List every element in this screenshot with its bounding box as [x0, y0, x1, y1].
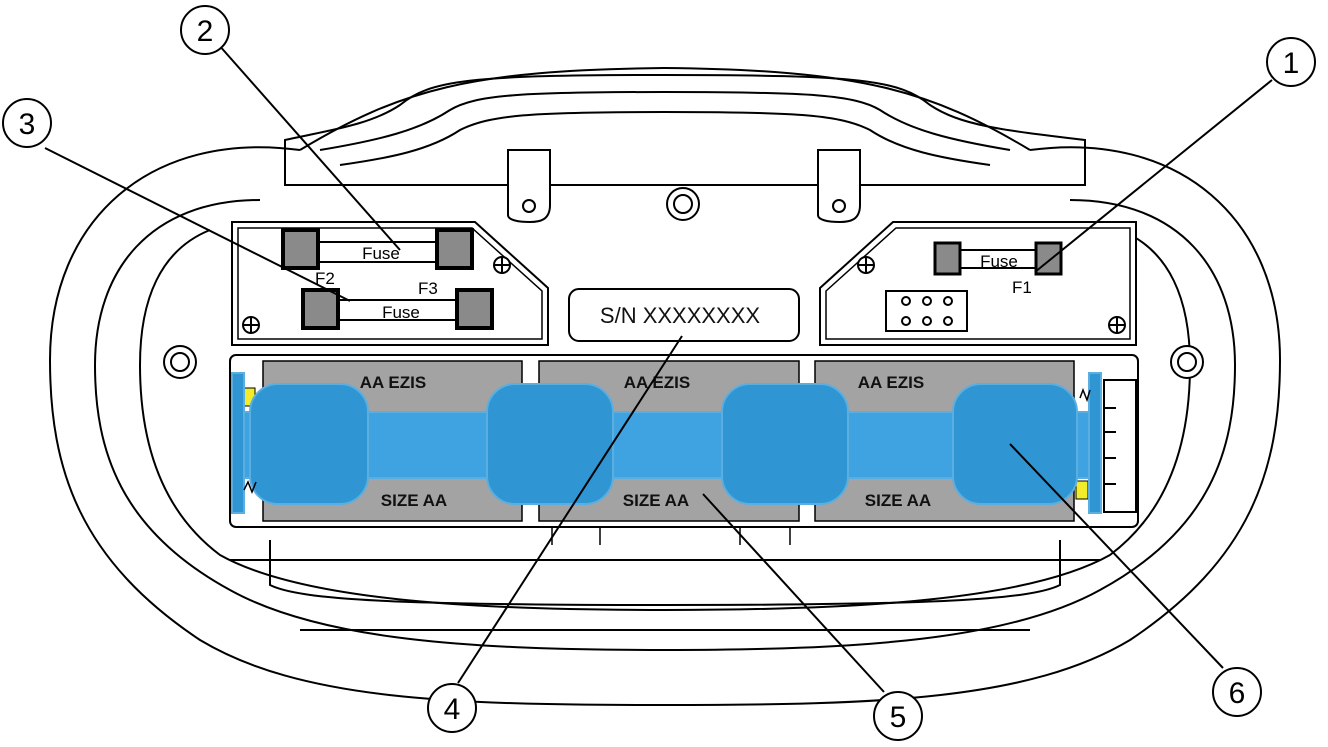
- side-screw-right-inner: [1177, 352, 1197, 372]
- housing-inner-2: [138, 229, 1192, 612]
- svg-text:1: 1: [1283, 47, 1300, 80]
- battery-top-label: AA EZIS: [624, 373, 690, 392]
- top-ridge-inner-2: [339, 110, 991, 166]
- spring-left: [243, 480, 257, 495]
- leader-5: [702, 493, 885, 693]
- callout-2: 2: [180, 5, 230, 55]
- svg-text:4: 4: [444, 693, 461, 726]
- battery-compartment: AA EZIS AA EZIS AA EZIS SIZE AA SIZE AA …: [229, 354, 1139, 545]
- service-connector: [885, 290, 968, 332]
- battery-top-label: AA EZIS: [360, 373, 426, 392]
- mount-tab-right-hole: [832, 199, 846, 213]
- side-screw-left-inner: [170, 352, 190, 372]
- fuse-f2-id: F2: [315, 269, 335, 288]
- housing: [48, 66, 1282, 707]
- bottom-rail-2: [269, 540, 1061, 607]
- leader-2: [217, 43, 401, 251]
- fuse-f2-cap-right: [435, 228, 474, 270]
- battery-bottom-label: SIZE AA: [381, 491, 447, 510]
- right-fuse-cover: [819, 221, 1137, 346]
- right-fuse-cover-inner: [825, 227, 1131, 340]
- battery-connector-right: [1103, 379, 1137, 513]
- strap-pad: [249, 383, 369, 505]
- connector-pin: [922, 296, 932, 306]
- strap-end-right: [1088, 372, 1102, 514]
- mount-tab-right: [817, 149, 861, 224]
- fuse-f2-label: Fuse: [362, 244, 400, 263]
- fuse-f1-id: F1: [1012, 278, 1032, 297]
- connector-pin: [901, 296, 911, 306]
- left-fuse-compartment: Fuse F2 F3 Fuse: [231, 221, 549, 346]
- top-ridge: [284, 73, 1086, 186]
- svg-text:6: 6: [1229, 677, 1246, 710]
- left-fuse-cover-inner: [237, 227, 543, 340]
- callout-3: 3: [2, 98, 52, 148]
- fuse-f2-cap-left: [281, 228, 320, 270]
- strap-pad: [952, 383, 1078, 505]
- callout-6: 6: [1212, 667, 1262, 717]
- leader-6: [1009, 443, 1224, 669]
- housing-outer-outline: [48, 146, 1282, 707]
- top-mounts: [163, 149, 1204, 379]
- strap-band: [243, 411, 1090, 479]
- connector-pin: [901, 316, 911, 326]
- serial-label-text: S/N XXXXXXXX: [600, 303, 761, 328]
- fuse-f3-cap-left: [301, 288, 340, 330]
- battery-strap: [231, 372, 1102, 514]
- fuse-f1-label: Fuse: [980, 252, 1018, 271]
- strap-pad: [721, 383, 849, 505]
- callout-1: 1: [1266, 37, 1316, 87]
- strap-pad: [486, 383, 614, 505]
- callout-5: 5: [873, 691, 923, 741]
- mount-tab-left: [507, 149, 551, 224]
- svg-text:3: 3: [19, 108, 36, 141]
- callout-leaders: [44, 43, 1273, 693]
- leader-1: [1034, 79, 1273, 273]
- svg-text:2: 2: [197, 15, 214, 48]
- fuse-f3-cap-right: [455, 288, 494, 330]
- fuse-f3: Fuse: [301, 288, 494, 330]
- screw-icon: [857, 256, 875, 274]
- leader-3: [44, 147, 351, 302]
- housing-outer-top: [299, 66, 1031, 151]
- callouts: 1 2 3 4 5 6: [2, 5, 1316, 741]
- leader-4: [457, 335, 683, 684]
- contact-right-bottom: [1075, 480, 1089, 500]
- battery-top-label: AA EZIS: [858, 373, 924, 392]
- connector-pin: [943, 296, 953, 306]
- svg-text:5: 5: [890, 701, 907, 734]
- spring-right: [1079, 387, 1091, 403]
- top-ridge-inner: [319, 90, 1011, 151]
- fuse-f3-id: F3: [418, 279, 438, 298]
- fuse-f1-cap-left: [933, 241, 962, 276]
- strap-end-left: [231, 372, 245, 514]
- fuse-f2: Fuse: [281, 228, 474, 270]
- screw-icon: [242, 316, 260, 334]
- right-fuse-compartment: Fuse F1: [819, 221, 1137, 346]
- serial-label-box: [568, 288, 800, 342]
- fuse-f3-label: Fuse: [382, 303, 420, 322]
- connector-pin: [922, 316, 932, 326]
- center-screw-inner: [673, 194, 693, 214]
- battery-bottom-label: SIZE AA: [865, 491, 931, 510]
- mount-tab-left-hole: [522, 199, 536, 213]
- callout-4: 4: [427, 683, 477, 733]
- connector-pin: [943, 316, 953, 326]
- battery-bottom-label: SIZE AA: [623, 491, 689, 510]
- housing-inner-outline: [93, 199, 1237, 652]
- compartment-bottom-tabs: [551, 527, 791, 545]
- screw-icon: [1108, 316, 1126, 334]
- serial-label: S/N XXXXXXXX: [568, 288, 800, 342]
- left-fuse-cover: [231, 221, 549, 346]
- screw-icon: [493, 256, 511, 274]
